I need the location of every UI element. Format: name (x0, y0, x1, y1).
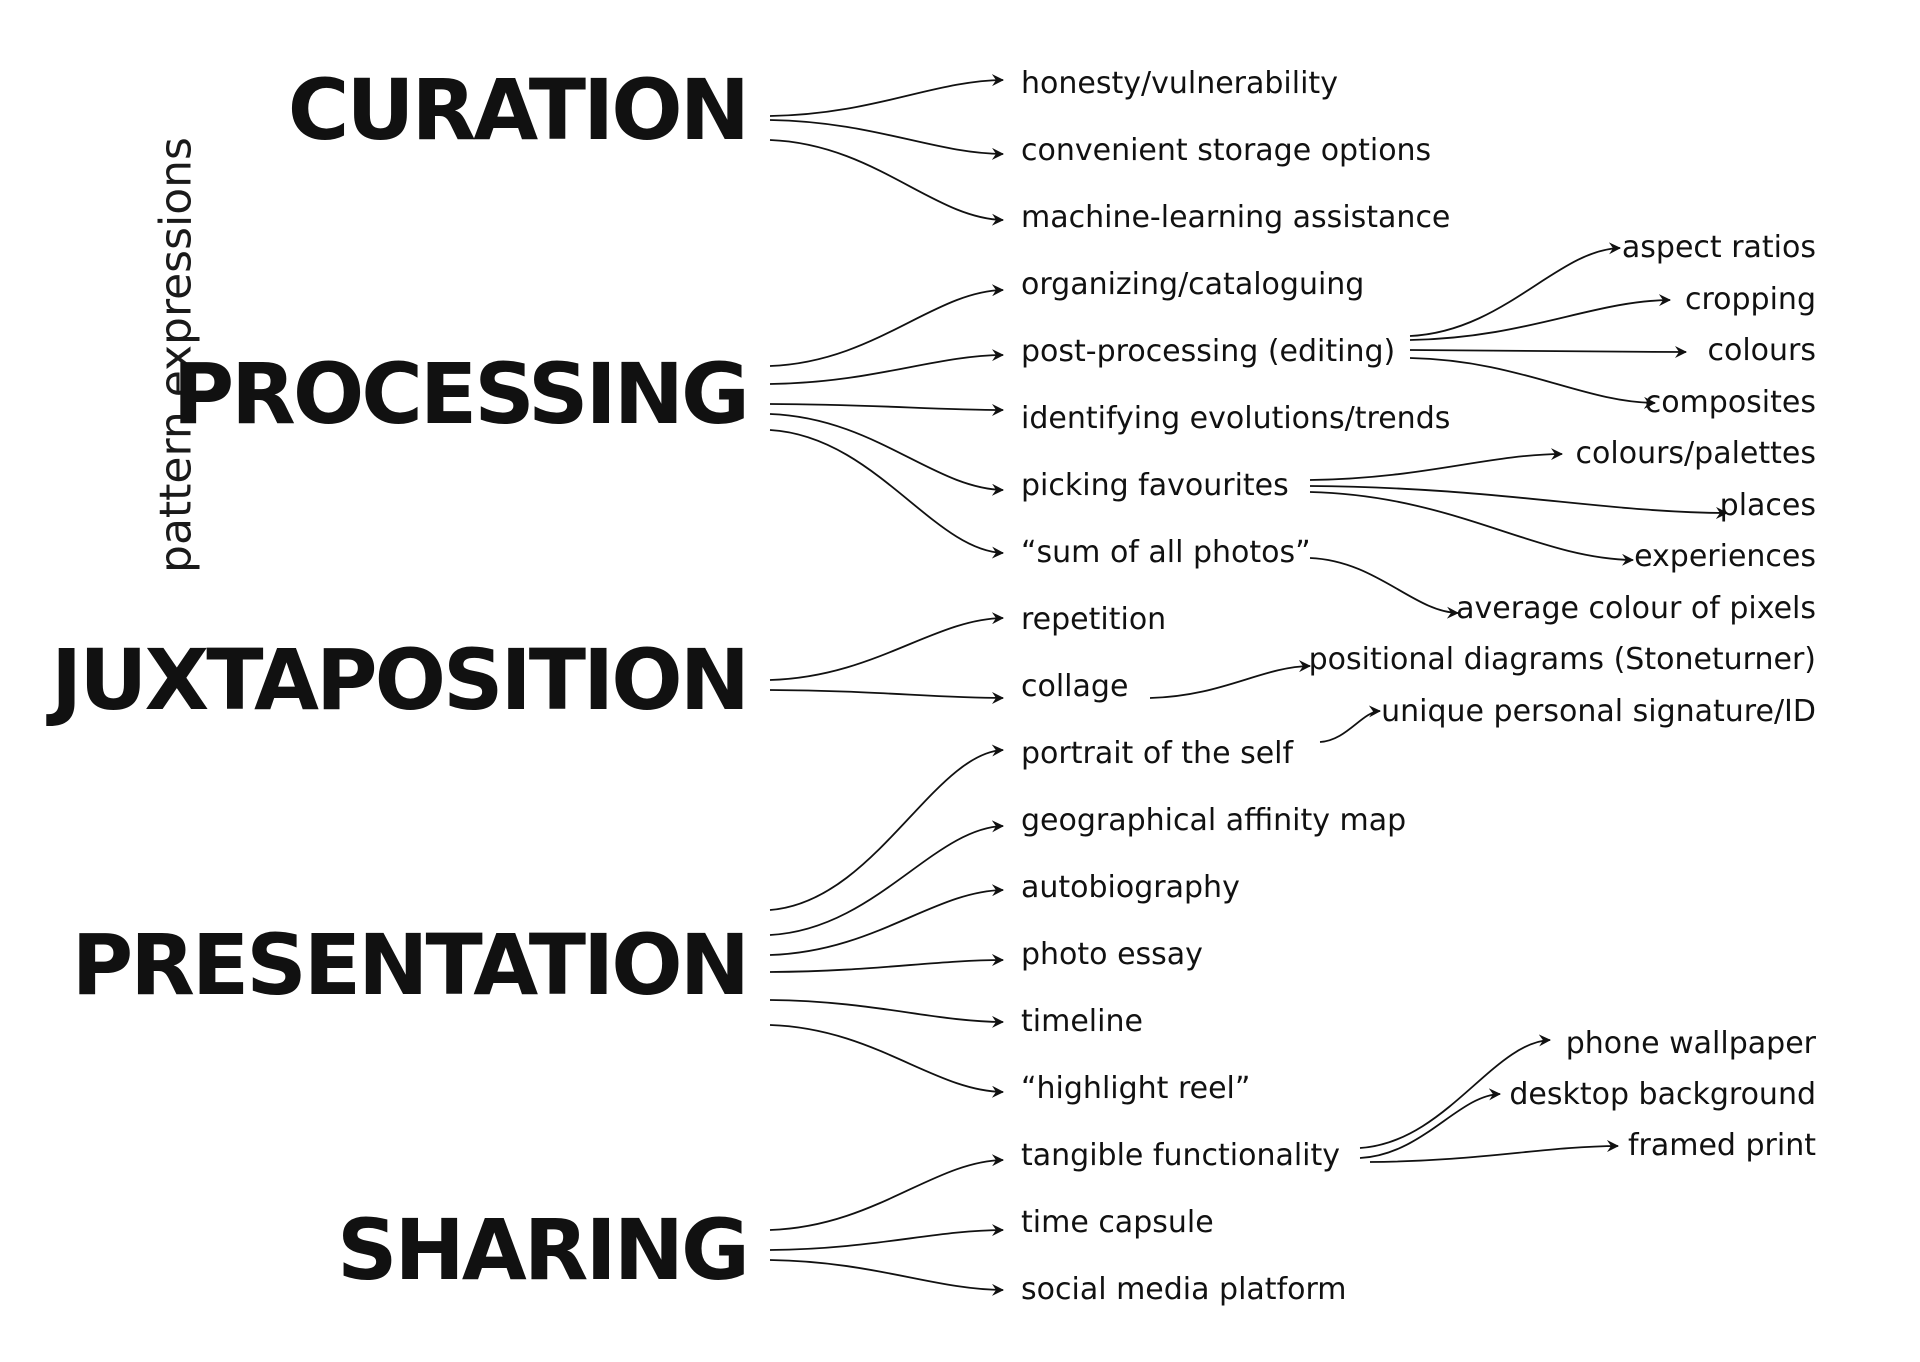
subitem-experiences: experiences (1634, 539, 1816, 574)
item-collage: collage (1021, 669, 1129, 704)
arrow-geo (769, 820, 1004, 936)
arrow-places (1309, 485, 1728, 519)
arrow-postproc (769, 349, 1004, 385)
subitem-colours-palettes: colours/palettes (1575, 436, 1816, 471)
item-picking-favourites: picking favourites (1021, 468, 1289, 503)
arrow-storage (769, 119, 1004, 160)
subitem-phone-wallpaper: phone wallpaper (1565, 1026, 1816, 1061)
arrow-social (769, 1259, 1004, 1296)
subitem-positional-diagrams: positional diagrams (Stoneturner) (1308, 642, 1816, 677)
arrow-aspect (1409, 242, 1621, 337)
arrow-palettes (1309, 448, 1563, 481)
subitem-average-colour-of-pixels: average colour of pixels (1456, 591, 1816, 626)
category-presentation: PRESENTATION (71, 916, 750, 1014)
item-timeline: timeline (1021, 1004, 1143, 1039)
item-highlight-reel: “highlight reel” (1021, 1071, 1251, 1106)
arrow-timeline (769, 999, 1004, 1028)
arrow-cropping (1409, 294, 1671, 341)
arrow-essay (769, 954, 1004, 973)
category-curation: CURATION (287, 61, 750, 159)
arrow-ml (769, 139, 1004, 226)
arrow-desktop (1359, 1088, 1501, 1159)
item-geographical-affinity-map: geographical affinity map (1021, 803, 1407, 838)
arrow-timecapsule (769, 1224, 1004, 1251)
arrow-collage (769, 689, 1004, 704)
subitem-aspect-ratios: aspect ratios (1621, 230, 1816, 265)
item-tangible-functionality: tangible functionality (1021, 1138, 1341, 1173)
arrow-tangible (769, 1154, 1004, 1231)
item-photo-essay: photo essay (1021, 937, 1203, 972)
arrow-autobio (769, 884, 1004, 956)
item-identifying-evolutions-trends: identifying evolutions/trends (1021, 401, 1451, 436)
subitem-places: places (1719, 488, 1816, 523)
arrow-favourites (769, 413, 1004, 496)
arrow-experiences (1309, 491, 1634, 566)
arrow-honesty (769, 74, 1004, 117)
subitem-framed-print: framed print (1627, 1128, 1816, 1163)
arrow-positional (1149, 660, 1311, 699)
arrow-composites (1409, 357, 1656, 409)
subitem-cropping: cropping (1684, 282, 1816, 317)
category-sharing: SHARING (337, 1201, 750, 1299)
item-portrait-of-the-self: portrait of the self (1021, 736, 1294, 771)
subitem-unique-personal-signature: unique personal signature/ID (1381, 694, 1816, 729)
arrow-averagecolour (1309, 557, 1459, 619)
arrow-colours (1409, 345, 1687, 358)
arrow-signature (1319, 705, 1381, 743)
arrow-trends (769, 403, 1004, 416)
item-time-capsule: time capsule (1021, 1205, 1214, 1240)
item-repetition: repetition (1021, 602, 1167, 637)
arrow-repetition (769, 612, 1004, 681)
arrow-sumofall (769, 429, 1004, 559)
arrow-portrait (769, 744, 1004, 911)
item-sum-of-all-photos: “sum of all photos” (1021, 535, 1311, 570)
arrow-highlight (769, 1024, 1004, 1098)
item-organizing-cataloguing: organizing/cataloguing (1021, 267, 1365, 302)
item-machine-learning-assistance: machine-learning assistance (1021, 200, 1451, 235)
arrow-framed (1369, 1140, 1619, 1163)
item-convenient-storage-options: convenient storage options (1021, 133, 1432, 168)
arrow-organizing (769, 284, 1004, 367)
category-processing: PROCESSING (172, 345, 750, 443)
arrow-wallpaper (1359, 1034, 1551, 1149)
subitem-composites: composites (1644, 385, 1816, 420)
subitem-desktop-background: desktop background (1509, 1077, 1816, 1112)
item-autobiography: autobiography (1021, 870, 1240, 905)
category-juxtaposition: JUXTAPOSITION (51, 631, 750, 729)
item-post-processing-editing: post-processing (editing) (1021, 334, 1396, 369)
subitem-colours: colours (1707, 333, 1816, 368)
item-social-media-platform: social media platform (1021, 1272, 1347, 1307)
item-honesty-vulnerability: honesty/vulnerability (1021, 66, 1338, 101)
